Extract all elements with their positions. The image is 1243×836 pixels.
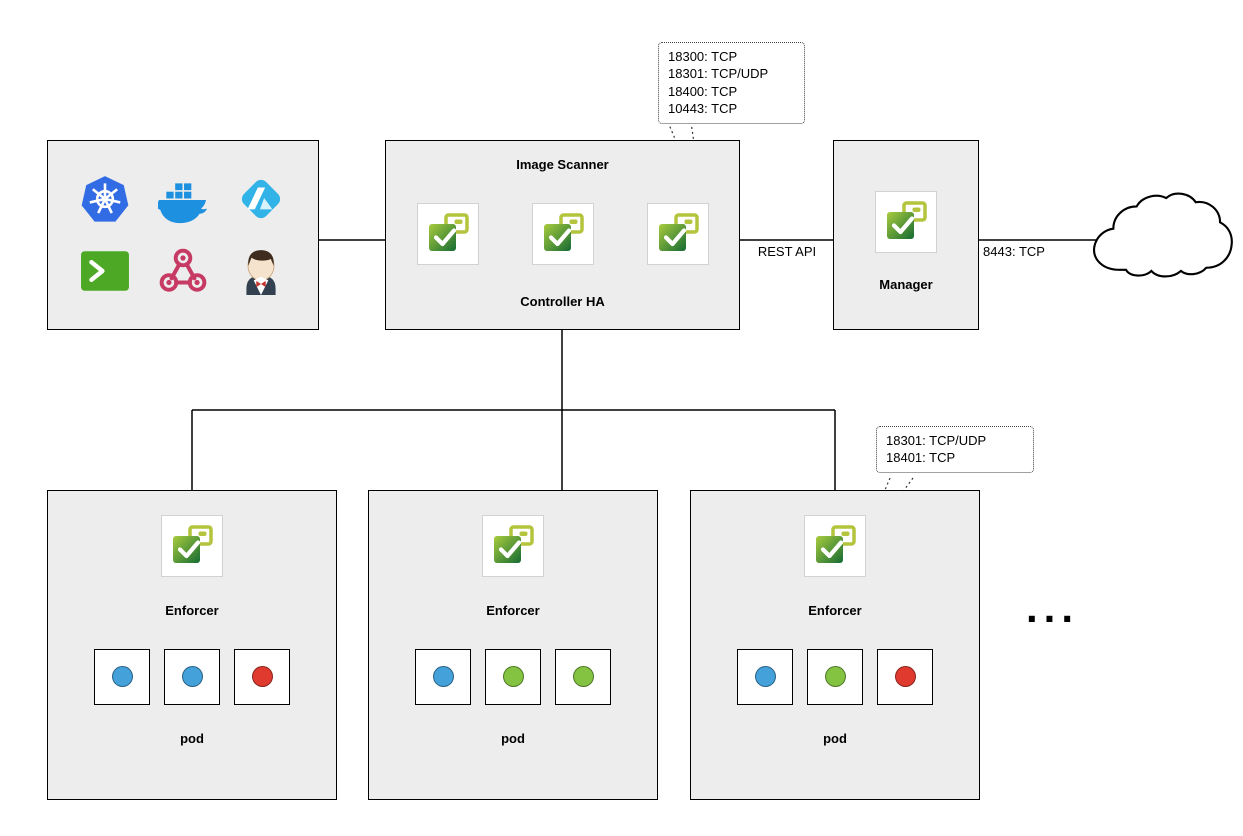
controller-instance	[416, 202, 479, 265]
neuvector-enforcer-icon	[811, 522, 859, 570]
azure-icon	[236, 174, 286, 224]
enforcer-instance	[804, 515, 866, 577]
more-enforcers-ellipsis: ...	[1026, 584, 1080, 631]
image-scanner-label: Image Scanner	[516, 157, 609, 172]
enforcer-instance	[161, 515, 223, 577]
pod-square	[807, 648, 863, 705]
manager-instance	[875, 191, 937, 253]
callout-line: 18301: TCP/UDP	[886, 433, 987, 448]
neuvector-enforcer-icon	[489, 522, 537, 570]
pods-row	[94, 648, 290, 705]
container-dot	[181, 666, 203, 688]
container-dot	[572, 666, 594, 688]
pod-square	[485, 648, 541, 705]
manager-box: Manager	[833, 140, 979, 330]
shell-icon	[80, 246, 130, 296]
webhook-icon	[158, 246, 208, 296]
container-dot	[432, 666, 454, 688]
callout-line: 18400: TCP	[668, 83, 738, 99]
pod-square	[737, 648, 793, 705]
pod-square	[877, 648, 933, 705]
callout-line: 18301: TCP/UDP	[668, 66, 769, 82]
pod-square	[234, 648, 290, 705]
docker-icon	[158, 174, 208, 224]
container-dot	[251, 666, 273, 688]
callout-line: 18300: TCP	[668, 49, 738, 64]
pod-label: pod	[823, 730, 847, 746]
controller-box: Image Scanner Controller HA	[385, 140, 740, 330]
neuvector-controller-icon	[424, 210, 472, 258]
neuvector-controller-icon	[539, 210, 587, 258]
container-dot	[754, 666, 776, 688]
pods-row	[737, 648, 933, 705]
controller-instance	[531, 202, 594, 265]
enforcer-label: Enforcer	[808, 603, 862, 618]
controller-instances	[416, 202, 709, 265]
pods-row	[415, 648, 611, 705]
enforcer-box: Enforcer pod	[47, 490, 337, 800]
container-dot	[502, 666, 524, 688]
manager-label: Manager	[879, 277, 933, 292]
controller-instance	[646, 202, 709, 265]
integrations-panel	[47, 140, 319, 330]
jenkins-icon	[236, 246, 286, 296]
container-dot	[894, 666, 916, 688]
controller-ports-callout: 18300: TCP 18301: TCP/UDP 18400: TCP 104…	[658, 42, 805, 124]
pod-square	[555, 648, 611, 705]
neuvector-controller-icon	[654, 210, 702, 258]
kubernetes-icon	[80, 174, 130, 224]
pod-label: pod	[180, 730, 204, 746]
enforcer-instance	[482, 515, 544, 577]
container-dot	[111, 666, 133, 688]
rest-api-label: REST API	[757, 244, 817, 259]
pod-square	[94, 648, 150, 705]
enforcer-ports-callout: 18301: TCP/UDP 18401: TCP	[876, 426, 1034, 473]
enforcer-label: Enforcer	[165, 603, 219, 618]
enforcer-box: Enforcer pod	[368, 490, 658, 800]
pod-square	[415, 648, 471, 705]
pod-square	[164, 648, 220, 705]
neuvector-enforcer-icon	[168, 522, 216, 570]
callout-line: 18401: TCP	[886, 450, 956, 466]
pod-label: pod	[501, 730, 525, 746]
neuvector-manager-icon	[882, 198, 930, 246]
controller-ha-label: Controller HA	[520, 294, 605, 310]
callout-line: 10443: TCP	[668, 101, 738, 117]
enforcer-box: Enforcer pod	[690, 490, 980, 800]
enforcer-label: Enforcer	[486, 603, 540, 618]
internet-cloud	[1088, 180, 1238, 290]
manager-port-label: 8443: TCP	[983, 244, 1045, 259]
container-dot	[824, 666, 846, 688]
